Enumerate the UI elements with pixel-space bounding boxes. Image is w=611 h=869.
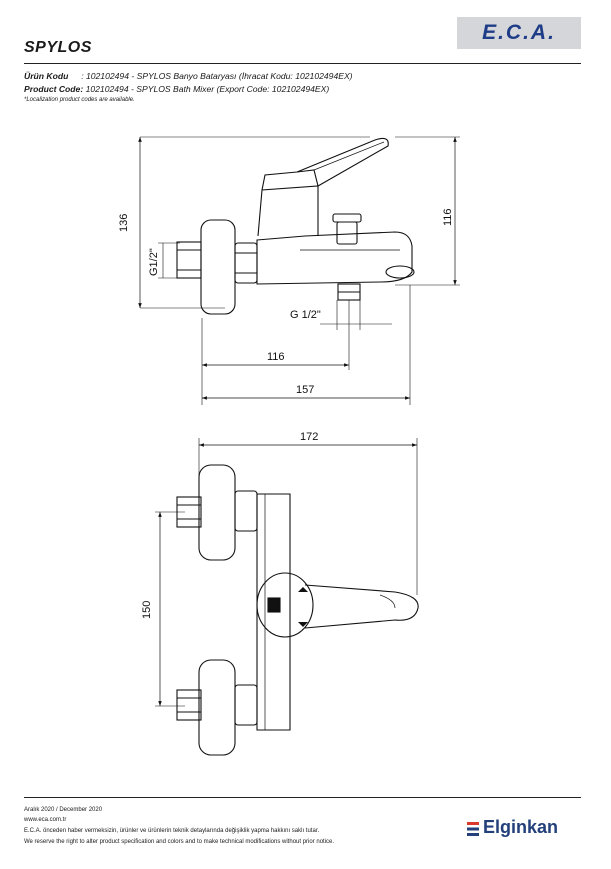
eca-logo-text: E.C.A. [482, 21, 556, 44]
header-divider [24, 63, 581, 65]
eca-logo: E.C.A. [457, 17, 581, 49]
dim-height-right: 116 [442, 208, 454, 226]
elginkan-brand: Elginkan [483, 817, 559, 837]
product-code-tr-value: : 102102494 - SPYLOS Banyo Bataryası (İh… [81, 71, 353, 81]
product-code-en-value: 102102494 - SPYLOS Bath Mixer (Export Co… [85, 84, 330, 94]
dim-width-to-outlet: 116 [267, 351, 285, 363]
dim-width-total-top: 172 [300, 431, 318, 443]
product-code-en-label: Product Code: [24, 84, 84, 94]
localization-note: *Localization product codes are availabl… [24, 97, 135, 103]
product-code-en: Product Code: 102102494 - SPYLOS Bath Mi… [24, 84, 329, 94]
dim-inlet-spacing: 150 [141, 601, 153, 619]
dim-width-total-side: 157 [296, 384, 314, 396]
footer-website[interactable]: www.eca.com.tr [24, 817, 67, 823]
footer-date: Aralık 2020 / December 2020 [24, 807, 103, 813]
top-view [155, 438, 419, 756]
dim-outlet-thread: G 1/2" [290, 309, 321, 321]
dim-height-total: 136 [118, 214, 130, 232]
footer-disclaimer-en: We reserve the right to alter product sp… [24, 839, 335, 845]
page-title: SPYLOS [24, 39, 92, 56]
footer-divider [24, 797, 581, 799]
product-code-tr-label: Ürün Kodu [24, 71, 69, 81]
side-view [138, 136, 460, 405]
technical-drawing: 136 G1/2" 116 G 1/2" 116 157 [118, 136, 460, 756]
elginkan-logo-icon [467, 822, 479, 836]
footer-disclaimer-tr: E.C.A. önceden haber vermeksizin, ürünle… [24, 828, 320, 834]
product-code-tr: Ürün Kodu : 102102494 - SPYLOS Banyo Bat… [24, 71, 353, 81]
dim-inlet-thread: G1/2" [148, 248, 160, 276]
